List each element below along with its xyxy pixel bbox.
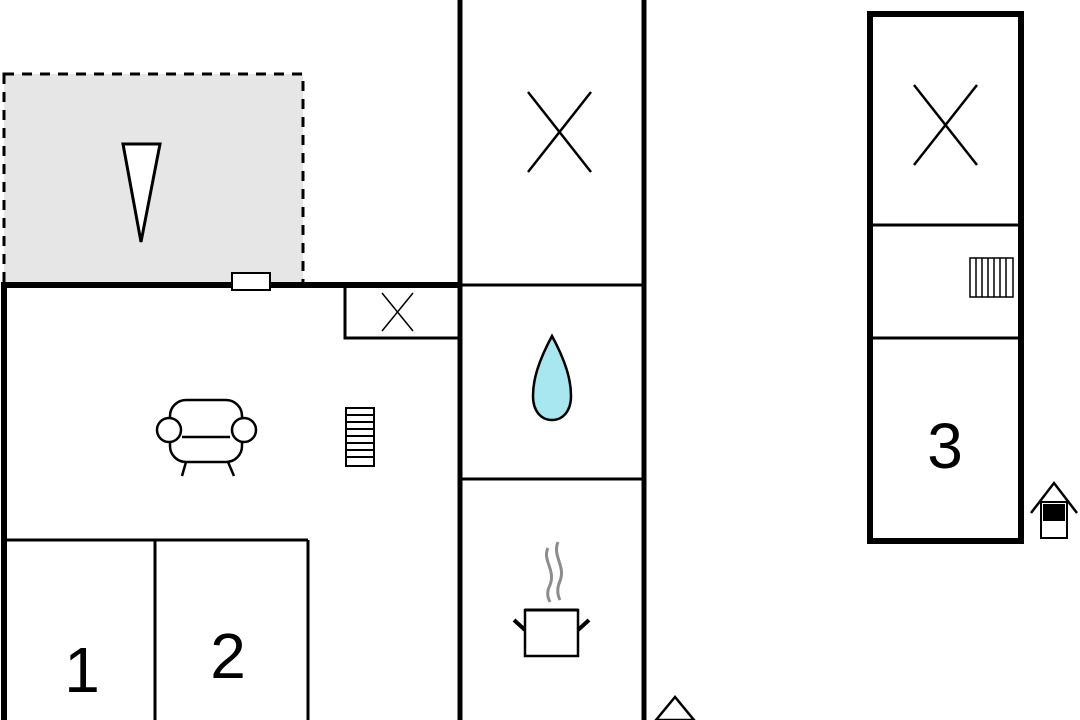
door-to-terrace bbox=[231, 272, 271, 291]
terrace-area bbox=[2, 72, 305, 286]
bedroom-1-label: 1 bbox=[64, 634, 100, 706]
bedrooms-lower: 1 2 bbox=[4, 538, 310, 720]
stairs-icon bbox=[969, 257, 1014, 298]
bedroom-3-label: 3 bbox=[927, 410, 963, 482]
living-room bbox=[155, 398, 375, 477]
house-entrance-icon bbox=[1030, 480, 1078, 539]
closet-top bbox=[460, 91, 644, 287]
small-closet-outline bbox=[343, 283, 462, 340]
cooking-pot-icon bbox=[512, 541, 591, 658]
kitchen bbox=[512, 541, 591, 658]
compass-north-icon bbox=[121, 142, 162, 243]
x-mark-icon bbox=[527, 91, 592, 173]
annex-building: 3 bbox=[867, 11, 1024, 544]
entrance-arrow-icon bbox=[654, 695, 696, 720]
water-drop-icon bbox=[531, 333, 573, 422]
bathroom bbox=[460, 333, 644, 481]
x-mark-icon bbox=[381, 292, 414, 332]
armchair-icon bbox=[155, 398, 258, 477]
stairs-icon bbox=[345, 407, 375, 467]
small-closet bbox=[343, 283, 462, 340]
bedroom-2-label: 2 bbox=[210, 620, 246, 692]
x-mark-icon bbox=[913, 84, 978, 166]
annex-outline bbox=[867, 11, 1024, 544]
